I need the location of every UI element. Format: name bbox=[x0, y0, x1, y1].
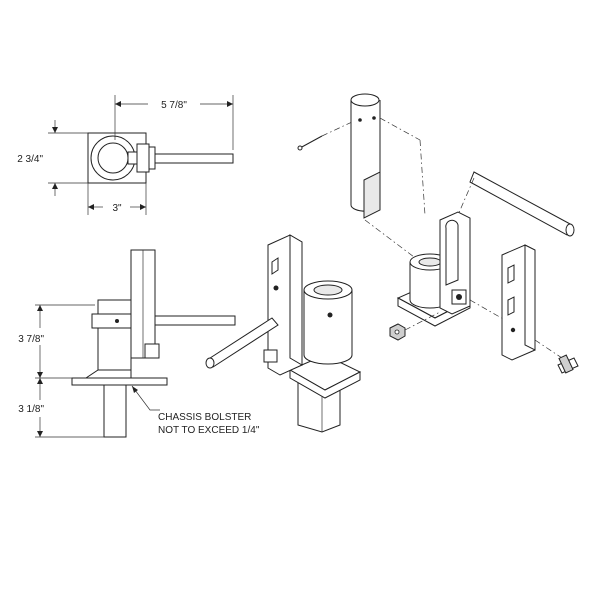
side-view: 3 7/8" 3 1/8" CHASSIS BOLSTER NOT TO EXC… bbox=[18, 249, 260, 438]
dim-side-upper: 3 7/8" bbox=[18, 334, 44, 345]
dim-top-width: 5 7/8" bbox=[161, 100, 187, 111]
dim-top-base: 3" bbox=[112, 203, 122, 214]
top-view: 5 7/8" 2 3/4" 3" bbox=[17, 95, 234, 215]
note-bolster-line1: CHASSIS BOLSTER bbox=[158, 412, 251, 423]
exploded-view bbox=[297, 93, 579, 374]
dim-top-height: 2 3/4" bbox=[17, 154, 43, 165]
note-bolster-line2: NOT TO EXCEED 1/4" bbox=[158, 425, 260, 436]
dim-side-lower: 3 1/8" bbox=[18, 404, 44, 415]
isometric-assembled-view bbox=[205, 234, 362, 433]
